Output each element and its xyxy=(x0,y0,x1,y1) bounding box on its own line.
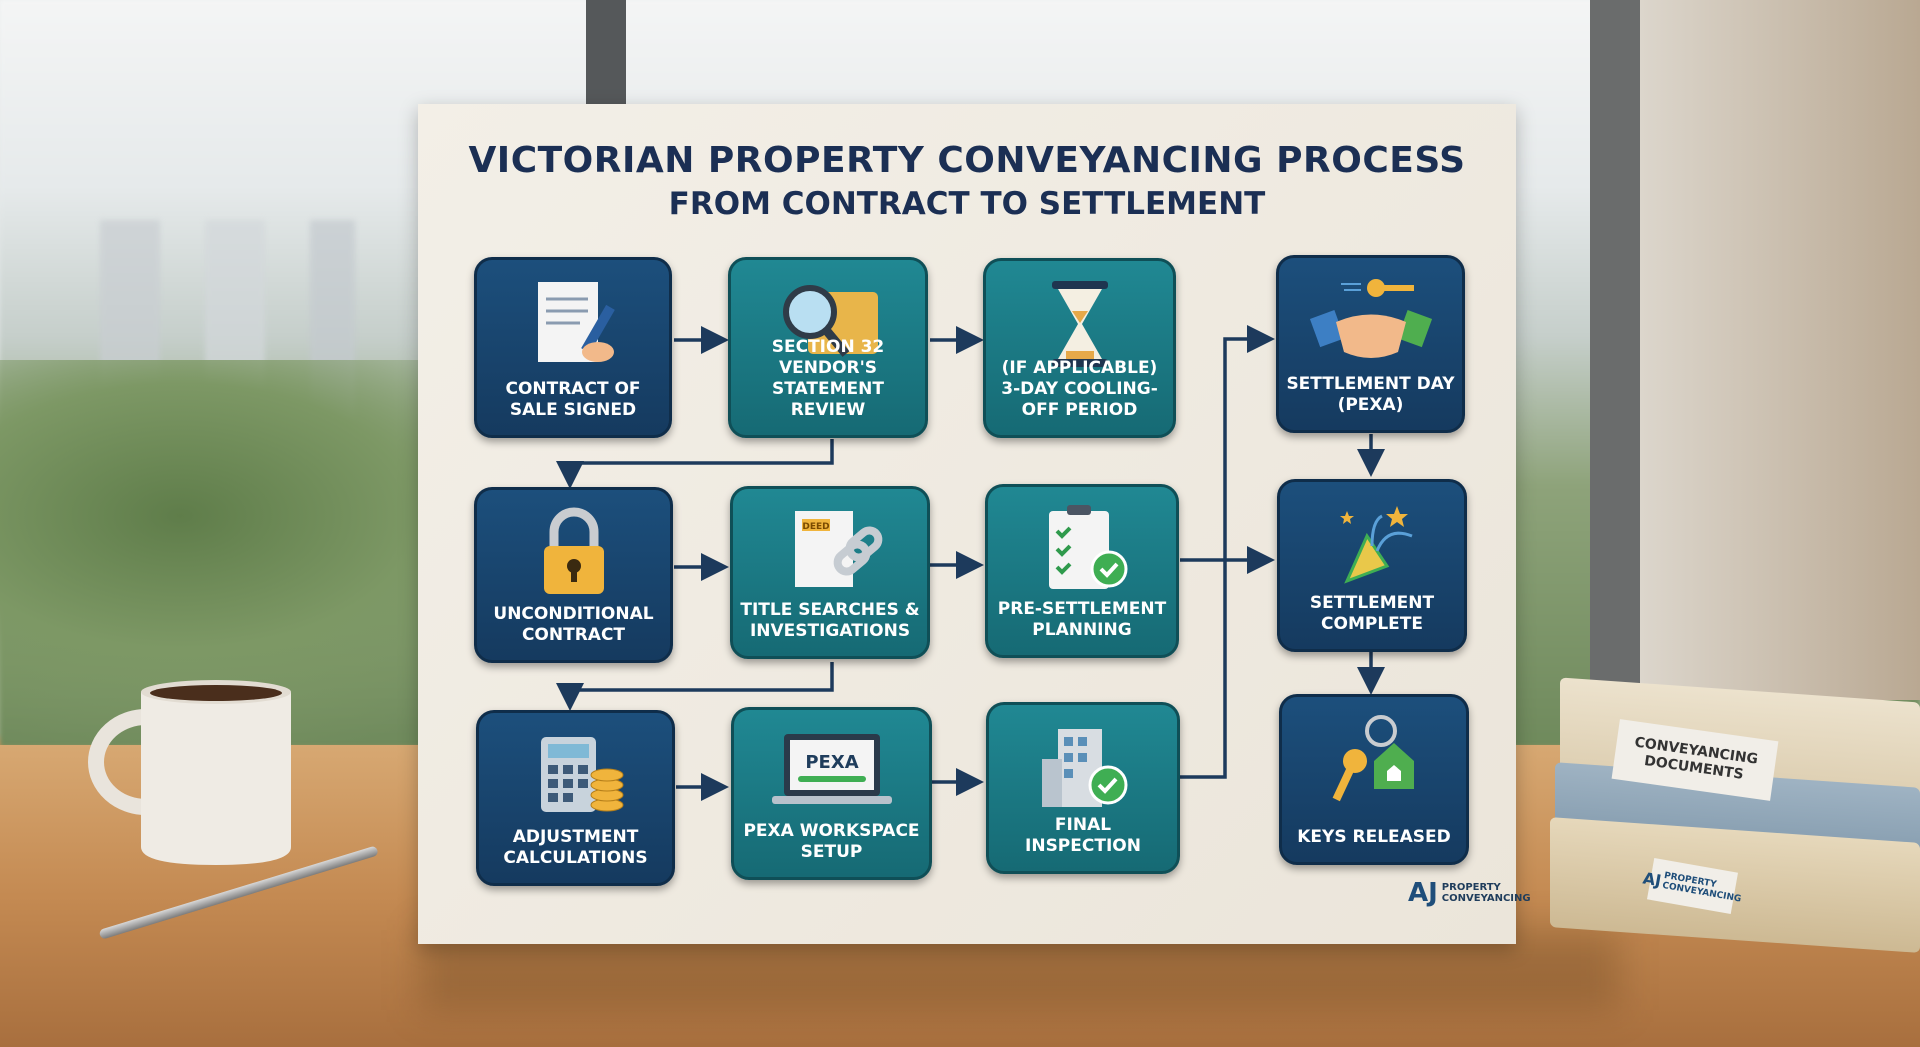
deed-link-icon: DEED xyxy=(795,511,883,587)
step-adjustment-calculations: ADJUSTMENT CALCULATIONS xyxy=(476,710,675,886)
calculator-coins-icon xyxy=(540,737,623,812)
step-label: FINAL INSPECTION xyxy=(1025,815,1141,856)
logo-line1: PROPERTY xyxy=(1441,882,1501,893)
step-label: SECTION 32 VENDOR'S STATEMENT REVIEW xyxy=(771,337,885,420)
logo-line2: CONVEYANCING xyxy=(1441,893,1531,904)
step-title-searches: DEED TITLE SEARCHES & INVESTIGATIONS xyxy=(730,486,930,659)
step-pexa-workspace: PEXA PEXA WORKSPACE SETUP xyxy=(731,707,932,880)
coffee-mug xyxy=(88,680,291,865)
celebration-icon xyxy=(1340,506,1413,584)
step-settlement-day: SETTLEMENT DAY (PEXA) xyxy=(1276,255,1465,433)
signed-contract-icon xyxy=(538,282,615,362)
step-label: SETTLEMENT COMPLETE xyxy=(1309,593,1435,634)
arrow xyxy=(556,439,834,489)
step-label: KEYS RELEASED xyxy=(1297,827,1451,847)
step-label: TITLE SEARCHES & INVESTIGATIONS xyxy=(740,600,920,641)
magnifier-folder-icon xyxy=(783,285,878,357)
svg-text:DEED: DEED xyxy=(802,522,829,532)
padlock-icon xyxy=(543,507,604,594)
step-label: UNCONDITIONAL CONTRACT xyxy=(493,604,654,645)
wall xyxy=(1640,0,1920,700)
step-pre-settlement-planning: PRE-SETTLEMENT PLANNING xyxy=(985,484,1179,658)
poster-subtitle: FROM CONTRACT TO SETTLEMENT xyxy=(668,186,1266,222)
step-contract-signed: CONTRACT OF SALE SIGNED xyxy=(474,257,672,438)
laptop-pexa-icon: PEXA xyxy=(771,734,892,804)
step-unconditional-contract: UNCONDITIONAL CONTRACT xyxy=(474,487,673,663)
step-label: CONTRACT OF SALE SIGNED xyxy=(505,379,641,420)
step-label: PEXA WORKSPACE SETUP xyxy=(743,821,920,862)
step-final-inspection: FINAL INSPECTION xyxy=(986,702,1180,874)
poster-title: VICTORIAN PROPERTY CONVEYANCING PROCESS xyxy=(468,140,1466,181)
arrow xyxy=(556,662,834,711)
step-label: SETTLEMENT DAY (PEXA) xyxy=(1286,374,1455,415)
svg-text:PEXA: PEXA xyxy=(805,752,858,773)
house-keys-icon xyxy=(1332,715,1414,802)
step-label: (IF APPLICABLE) 3-DAY COOLING-OFF PERIOD xyxy=(1001,358,1158,420)
step-keys-released: KEYS RELEASED xyxy=(1279,694,1469,865)
step-label: ADJUSTMENT CALCULATIONS xyxy=(503,827,648,868)
hourglass-icon xyxy=(1051,281,1108,367)
window-frame xyxy=(1590,0,1640,747)
step-label: PRE-SETTLEMENT PLANNING xyxy=(997,599,1167,640)
step-settlement-complete: SETTLEMENT COMPLETE xyxy=(1277,479,1467,652)
logo-mark: AJ xyxy=(1408,878,1438,908)
arrow xyxy=(1180,325,1275,779)
handshake-key-icon xyxy=(1309,279,1432,358)
checklist-icon xyxy=(1049,505,1128,589)
building-check-icon xyxy=(1042,729,1128,807)
step-section-32-review: SECTION 32 VENDOR'S STATEMENT REVIEW xyxy=(728,257,928,438)
step-cooling-off: (IF APPLICABLE) 3-DAY COOLING-OFF PERIOD xyxy=(983,258,1176,438)
